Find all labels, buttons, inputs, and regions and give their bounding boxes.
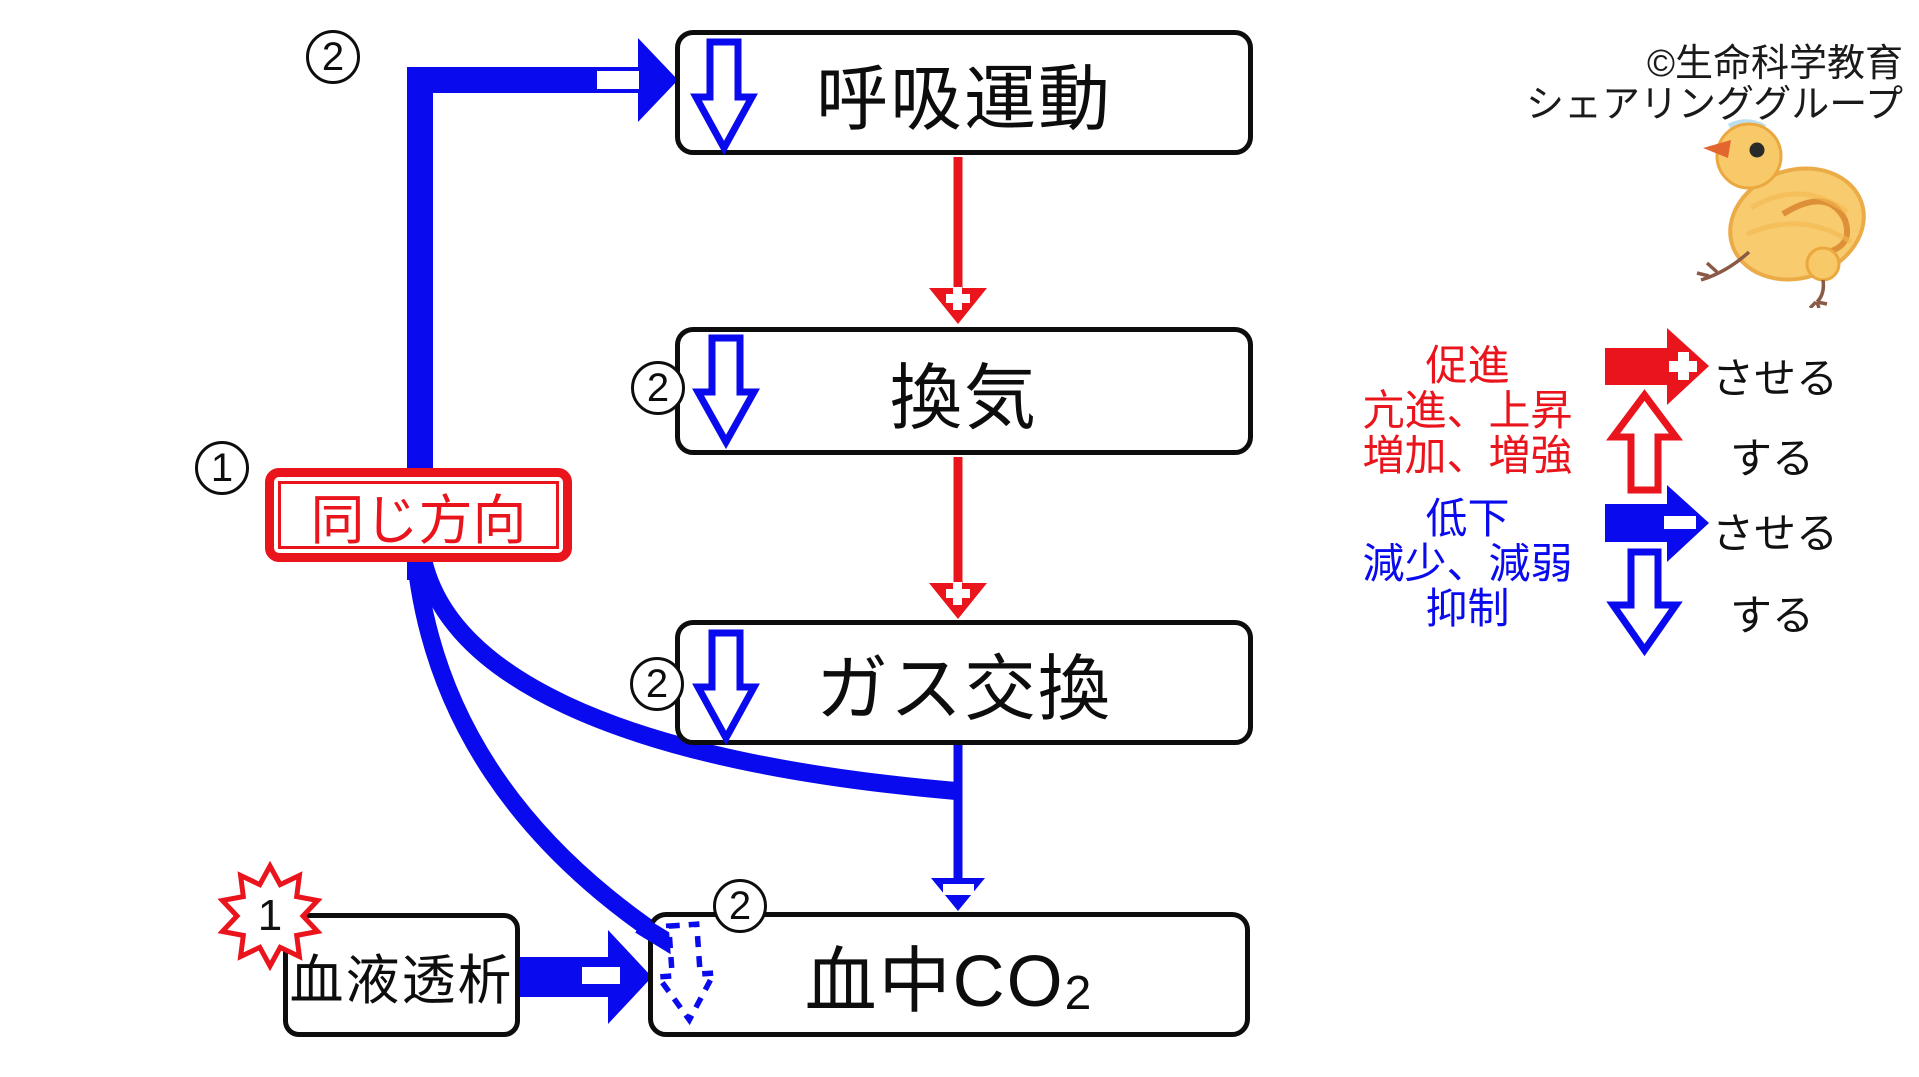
minus-glyph [597,71,639,89]
legend-increase-become-label: する [1730,435,1815,482]
node-breathing-label: 呼吸運動 [815,60,1112,140]
legend-decrease-become-label: する [1730,592,1815,639]
node-gas-exchange-label: ガス交換 [815,650,1112,730]
dashed-decrease-arrow-icon [653,921,719,1026]
chick-scribble [1746,191,1853,245]
dialysis-arrowhead-icon [608,930,652,1024]
badge-step2-gas: 2 [630,657,684,711]
legend-increase-terms: 促進 亢進、上昇 増加、増強 [1335,343,1600,478]
chick-leg-left [1696,250,1751,282]
node-hemodialysis: 血液透析 [283,913,520,1037]
plus-glyph [953,287,962,310]
decrease-arrow-icon [692,334,760,450]
legend-decrease-terms: 低下 減少、減弱 抑制 [1335,496,1600,631]
chick-head [1715,122,1783,190]
chick-beak [1703,140,1731,158]
copyright-line2: シェアリンググループ [1526,84,1903,126]
node-hemodialysis-label: 血液透析 [289,950,514,1011]
legend-decrease-line1: 低下 [1425,495,1510,542]
minus-glyph [943,884,974,895]
chick-eye [1749,142,1765,158]
minus-glyph [582,967,620,984]
starburst-icon [217,860,323,972]
starburst-step-number: 1 [257,891,283,940]
legend-promote-cause-arrow [1605,348,1669,385]
chick-wing [1781,198,1850,257]
node-same-direction: 同じ方向 [265,468,572,562]
decrease-arrow-icon [692,629,760,746]
legend-increase-arrow-icon [1606,389,1683,494]
node-ventilation-label: 換気 [889,358,1038,439]
minus-glyph [1664,516,1696,529]
legend-increase-cause-label: させる [1712,355,1839,402]
legend-decrease-cause-arrow [1605,504,1669,542]
copyright-line1: ©生命科学教育 [1647,43,1903,85]
legend-decrease-arrow-icon [1606,548,1683,657]
badge-step1: 1 [195,441,249,495]
node-same-direction-label: 同じ方向 [310,490,527,551]
badge-step2-ventilation: 2 [631,361,685,415]
plus-glyph [953,582,962,605]
legend-decrease-cause-label: させる [1712,510,1839,557]
legend-increase-line3: 増加、増強 [1362,432,1573,479]
chick-leg-right [1808,279,1828,308]
feedback-curve-upper [411,539,957,800]
chick-illustration [1696,119,1866,308]
same-direction-frame: 同じ方向 [278,481,559,551]
node-blood-co2-label: 血中CO [804,942,1065,1022]
copyright: ©生命科学教育 シェアリンググループ [1526,44,1903,126]
badge-step2-co2: 2 [713,879,767,933]
plus-glyph [1678,352,1689,380]
legend-decrease-line3: 抑制 [1425,585,1510,632]
node-breathing: 呼吸運動 [675,30,1253,155]
feedback-curve-lower [405,539,699,966]
feedback-arrowhead-icon [638,38,678,122]
node-blood-co2-subscript: 2 [1064,967,1094,1020]
badge-step2-feedback: 2 [306,30,360,84]
legend-increase-line2: 亢進、上昇 [1362,387,1573,434]
legend-increase-line1: 促進 [1425,342,1510,389]
decrease-arrow-icon [690,38,758,156]
legend-decrease-line2: 減少、減弱 [1362,540,1573,587]
feedback-line [407,67,640,580]
